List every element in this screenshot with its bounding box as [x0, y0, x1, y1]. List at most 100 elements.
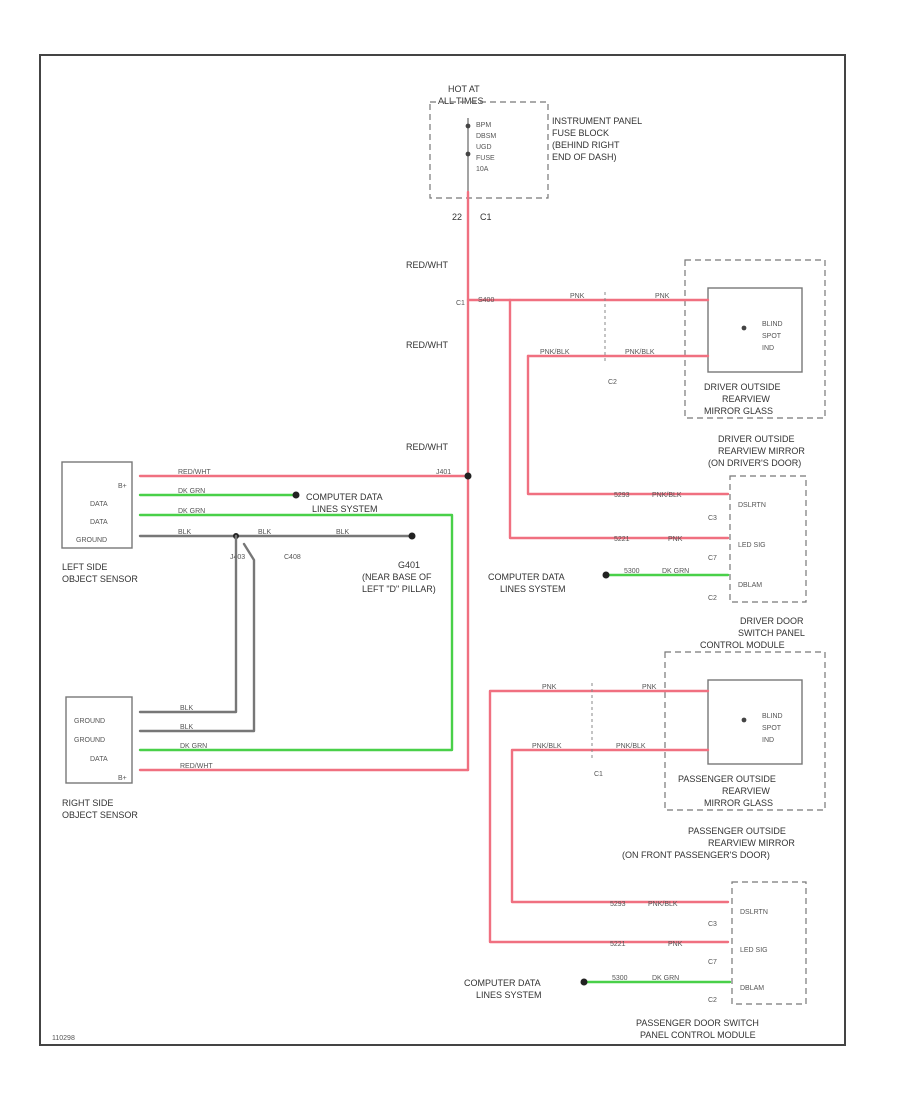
left-feed-splice [464, 472, 472, 480]
left-feed-splice-label: J401 [436, 469, 451, 476]
diagram-id: 110298 [52, 1035, 75, 1042]
fuse-terminal-bottom [465, 151, 471, 157]
driver-module-name-1: DRIVER DOOR [740, 616, 804, 626]
right-ground-wire-label-2: BLK [180, 724, 194, 731]
passenger-mirror-assembly-2: REARVIEW MIRROR [708, 838, 795, 848]
right-sensor-pin-1: GROUND [74, 718, 105, 725]
passenger-wire-pnkblk-label-2: PNK/BLK [616, 743, 646, 750]
fuse-label-2: DBSM [476, 133, 496, 140]
fuse-block-name-3: (BEHIND RIGHT [552, 140, 620, 150]
driver-module-circuit-1: 5293 [614, 492, 630, 499]
passenger-data-wire-label: DK GRN [652, 975, 679, 982]
passenger-module-pin-3: DBLAM [740, 985, 764, 992]
passenger-mirror-assembly-1: PASSENGER OUTSIDE [688, 826, 786, 836]
passenger-module-name-1: PASSENGER DOOR SWITCH [636, 1018, 759, 1028]
driver-wire-pnkblk-label-2: PNK/BLK [625, 349, 655, 356]
passenger-data-lines-label-1: COMPUTER DATA [464, 978, 541, 988]
driver-data-wire-label: DK GRN [662, 568, 689, 575]
right-feed-wire-label: RED/WHT [180, 763, 213, 770]
driver-mirror-assembly-2: REARVIEW MIRROR [718, 446, 805, 456]
right-sensor-pin-3: DATA [90, 756, 108, 763]
driver-connector-label: C2 [608, 379, 617, 386]
left-data-lines-label-2: LINES SYSTEM [312, 504, 378, 514]
right-ground-wire-2 [138, 542, 256, 733]
driver-mirror-assembly-box [684, 259, 826, 419]
driver-module-pin-2: LED SIG [738, 542, 766, 549]
driver-module-name-2: SWITCH PANEL [738, 628, 805, 638]
driver-mirror-name-2: REARVIEW [722, 394, 770, 404]
passenger-wire-pnkblk-label: PNK/BLK [532, 743, 562, 750]
right-sensor-pin-2: GROUND [74, 737, 105, 744]
driver-wire-pnkblk-label: PNK/BLK [540, 349, 570, 356]
driver-data-splice [602, 571, 610, 579]
driver-indicator-label-2: SPOT [762, 333, 782, 340]
passenger-connector-label: C1 [594, 771, 603, 778]
passenger-mirror-name-3: MIRROR GLASS [704, 798, 773, 808]
driver-mirror-glass-box [707, 287, 803, 373]
passenger-mirror-pnkblk-wire [510, 748, 730, 904]
passenger-led-icon [741, 717, 747, 723]
feed-wire-label-1: RED/WHT [406, 260, 448, 270]
fuse-block-name-4: END OF DASH) [552, 152, 617, 162]
passenger-module-pin-1: DSLRTN [740, 909, 768, 916]
ground-g401-icon [408, 532, 416, 540]
left-sensor-name-1: LEFT SIDE [62, 562, 107, 572]
left-sensor-pin-1: B+ [118, 483, 127, 490]
driver-module-pin-no-3: C2 [708, 595, 717, 602]
fuse-terminal-label: 22 [452, 212, 462, 222]
right-ground-wire-1 [138, 534, 238, 714]
passenger-module-pin-no-1: C3 [708, 921, 717, 928]
fuse-block-name: INSTRUMENT PANEL [552, 116, 642, 126]
left-sensor-pin-2: DATA [90, 501, 108, 508]
fuse-label-3: UGD [476, 144, 492, 151]
driver-data-lines-label-1: COMPUTER DATA [488, 572, 565, 582]
passenger-mirror-assembly-box [664, 651, 826, 811]
left-sensor-pin-4: GROUND [76, 537, 107, 544]
passenger-module-wire-2: PNK [668, 941, 683, 948]
passenger-module-box [731, 881, 807, 1005]
feed-wire-label-3: RED/WHT [406, 442, 448, 452]
driver-return-wire [526, 354, 730, 496]
driver-module-box [729, 475, 807, 603]
left-feed-wire-label: RED/WHT [178, 469, 211, 476]
splice-s400-pin: C1 [456, 300, 465, 307]
left-sensor-pin-3: DATA [90, 519, 108, 526]
left-data-wire-2 [138, 513, 454, 752]
left-data-lines-label-1: COMPUTER DATA [306, 492, 383, 502]
left-data-wire-label-2: DK GRN [178, 508, 205, 515]
driver-module-name-3: CONTROL MODULE [700, 640, 785, 650]
fuse-label-4: FUSE [476, 155, 495, 162]
driver-wire-pnk-label-2: PNK [655, 293, 670, 300]
passenger-module-pin-no-2: C7 [708, 959, 717, 966]
passenger-module-name-2: PANEL CONTROL MODULE [640, 1030, 756, 1040]
driver-indicator-label-1: BLIND [762, 321, 783, 328]
driver-module-pin-no-2: C7 [708, 555, 717, 562]
ground-wire-label-3: BLK [336, 529, 350, 536]
passenger-wire-pnk-label-2: PNK [642, 684, 657, 691]
driver-module-circuit-3: 5300 [624, 568, 640, 575]
driver-module-wire-1: PNK/BLK [652, 492, 682, 499]
ground-splice-label: J403 [230, 554, 245, 561]
passenger-module-pin-2: LED SIG [740, 947, 768, 954]
passenger-mirror-pnk-wire [488, 689, 730, 944]
fuse-connector-label: C1 [480, 212, 492, 222]
driver-wire-pnk-label: PNK [570, 293, 585, 300]
driver-mirror-assembly-3: (ON DRIVER'S DOOR) [708, 458, 801, 468]
right-sensor-box [65, 696, 133, 784]
passenger-module-circuit-2: 5221 [610, 941, 626, 948]
fuse-label-1: BPM [476, 122, 491, 129]
left-sensor-box [61, 461, 133, 549]
ground-name: G401 [398, 560, 420, 570]
right-data-wire-label: DK GRN [180, 743, 207, 750]
driver-mirror-name-1: DRIVER OUTSIDE [704, 382, 781, 392]
fuse-hot-label-2: ALL TIMES [438, 96, 484, 106]
fuse-terminal-top [465, 123, 471, 129]
driver-module-pin-1: DSLRTN [738, 502, 766, 509]
passenger-mirror-name-2: REARVIEW [722, 786, 770, 796]
diagram-frame [39, 54, 846, 1046]
passenger-indicator-label-1: BLIND [762, 713, 783, 720]
driver-module-pin-no-1: C3 [708, 515, 717, 522]
right-sensor-name-1: RIGHT SIDE [62, 798, 113, 808]
driver-data-lines-label-2: LINES SYSTEM [500, 584, 566, 594]
